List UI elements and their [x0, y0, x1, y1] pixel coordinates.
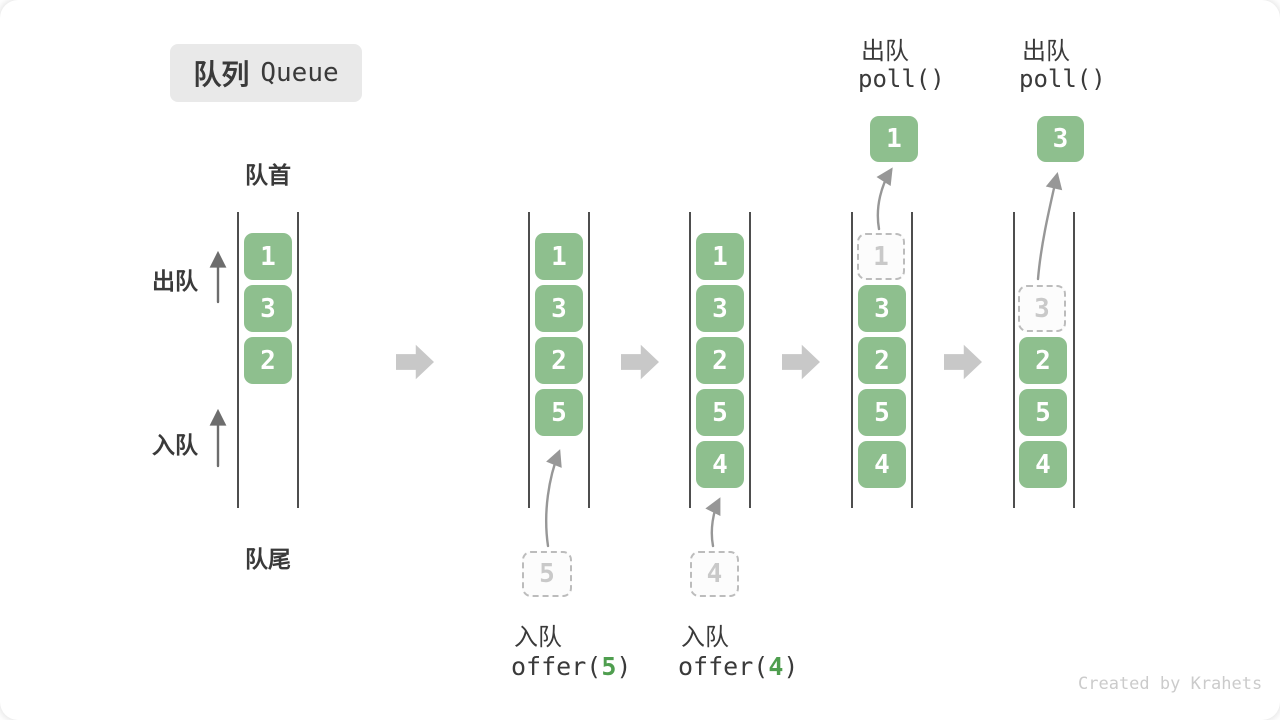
offer-code-close: ): [616, 652, 632, 681]
queue-item: 4: [1019, 441, 1067, 488]
queue2-left-rail: [528, 212, 530, 508]
watermark: Created by Krahets: [1078, 674, 1263, 694]
step-arrow-icon: [396, 344, 434, 380]
poll-code-label: poll(): [858, 65, 945, 93]
title-box: 队列 Queue: [170, 44, 362, 102]
title-en: Queue: [260, 58, 339, 88]
queue-item: 1: [535, 233, 583, 280]
queue-item: 5: [858, 389, 906, 436]
offer-label-zh: 入队: [681, 623, 729, 651]
label-dequeue-side: 出队: [152, 269, 198, 295]
queue-item: 4: [696, 441, 744, 488]
label-enqueue-side: 入队: [152, 433, 198, 459]
pending-enqueue-box: 4: [690, 551, 739, 597]
queue3-right-rail: [749, 212, 751, 508]
queue1-right-rail: [297, 212, 299, 508]
queue-item: 2: [244, 337, 292, 384]
queue4-right-rail: [911, 212, 913, 508]
offer-code-arg: 5: [601, 652, 617, 681]
poll-label-zh: 出队: [861, 37, 909, 65]
queue5-left-rail: [1013, 212, 1015, 508]
offer-flow-arrow-icon: [545, 449, 562, 548]
queue-item: 1: [696, 233, 744, 280]
title-zh: 队列: [193, 58, 250, 91]
step-arrow-icon: [782, 344, 820, 380]
poll-code-label: poll(): [1019, 65, 1106, 93]
queue3-left-rail: [689, 212, 691, 508]
queue-item: 2: [535, 337, 583, 384]
label-queue-front: 队首: [245, 163, 291, 189]
queue-item-removed: 3: [1018, 285, 1066, 332]
queue-item: 3: [858, 285, 906, 332]
polled-value-box: 1: [870, 116, 918, 162]
offer-code-label: offer(5): [511, 652, 631, 681]
offer-code-open: offer(: [678, 652, 769, 681]
queue-item: 3: [696, 285, 744, 332]
queue-item: 5: [1019, 389, 1067, 436]
queue-item: 2: [696, 337, 744, 384]
poll-label-zh: 出队: [1022, 37, 1070, 65]
queue1-left-rail: [237, 212, 239, 508]
offer-code-label: offer(4): [678, 652, 798, 681]
polled-value-box: 3: [1037, 116, 1084, 162]
queue-item: 5: [696, 389, 744, 436]
poll-flow-arrow-icon: [876, 167, 893, 231]
queue-item: 1: [244, 233, 292, 280]
pending-enqueue-box: 5: [522, 551, 572, 597]
queue-item: 2: [1019, 337, 1067, 384]
queue-item: 4: [858, 441, 906, 488]
poll-flow-arrow-icon: [1036, 171, 1063, 281]
queue4-left-rail: [851, 212, 853, 508]
queue-item: 3: [244, 285, 292, 332]
offer-code-arg: 4: [768, 652, 784, 681]
offer-code-close: ): [783, 652, 799, 681]
queue2-right-rail: [588, 212, 590, 508]
offer-flow-arrow-icon: [705, 497, 721, 548]
step-arrow-icon: [944, 344, 982, 380]
queue-item: 2: [858, 337, 906, 384]
step-arrow-icon: [621, 344, 659, 380]
offer-label-zh: 入队: [514, 623, 562, 651]
queue5-right-rail: [1073, 212, 1075, 508]
queue-item: 5: [535, 389, 583, 436]
offer-code-open: offer(: [511, 652, 602, 681]
queue-item-removed: 1: [857, 233, 905, 280]
label-queue-rear: 队尾: [245, 547, 291, 573]
queue-item: 3: [535, 285, 583, 332]
